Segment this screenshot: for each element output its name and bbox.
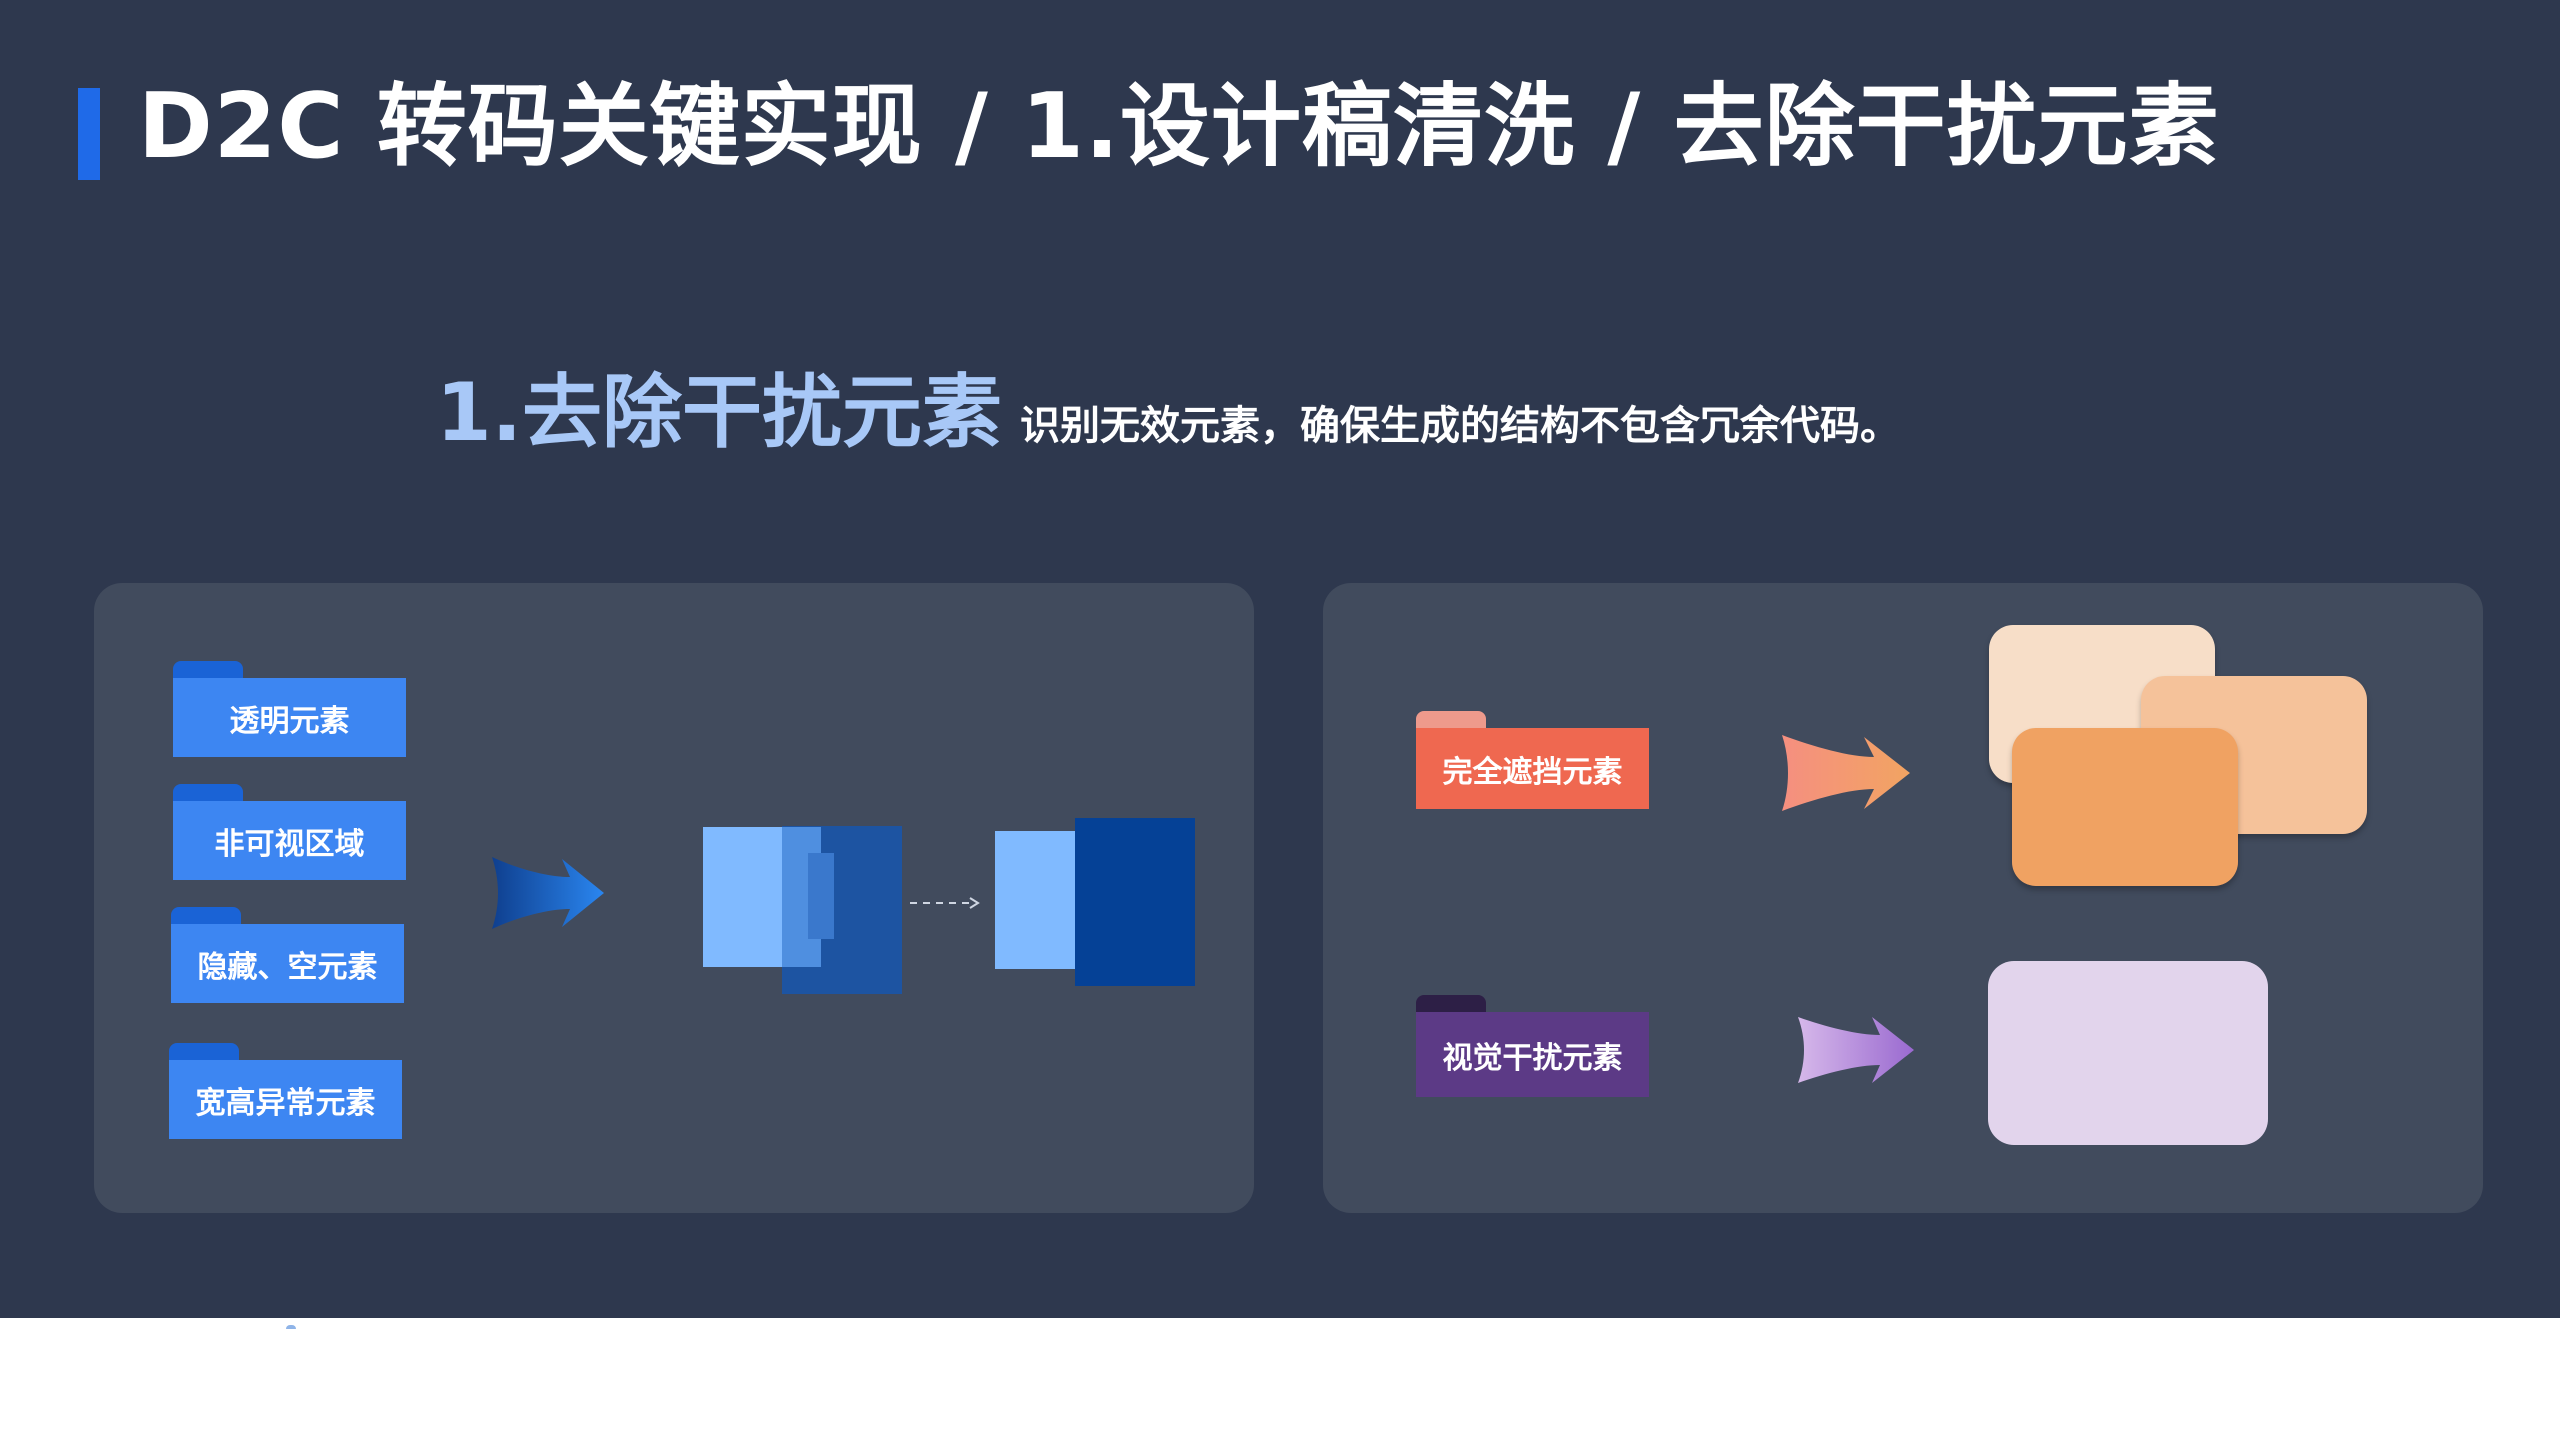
folder-tab <box>173 784 243 806</box>
title-accent-bar <box>78 88 100 180</box>
folder-hidden-empty: 隐藏、空元素 <box>171 907 404 1003</box>
arrow-right-icon <box>492 857 604 929</box>
slide-background: D2C 转码关键实现 / 1.设计稿清洗 / 去除干扰元素 1.去除干扰元素 识… <box>0 0 2560 1318</box>
element-inner-rect <box>808 853 834 939</box>
folder-tab <box>171 907 241 929</box>
folder-label: 非可视区域 <box>173 801 406 880</box>
arrow-right-icon <box>1782 735 1910 811</box>
folder-tab <box>173 661 243 683</box>
cleaned-light-rect <box>995 831 1079 969</box>
arrow-right-icon <box>1798 1017 1914 1083</box>
folder-label: 宽高异常元素 <box>169 1060 402 1139</box>
folder-visual-noise: 视觉干扰元素 <box>1416 995 1649 1097</box>
right-panel: 完全遮挡元素 视觉干扰元素 <box>1323 583 2483 1213</box>
section-description: 识别无效元素，确保生成的结构不包含冗余代码。 <box>1020 403 1900 449</box>
folder-offscreen: 非可视区域 <box>173 784 406 880</box>
folder-label: 完全遮挡元素 <box>1416 728 1649 809</box>
folder-tab <box>169 1043 239 1065</box>
folder-fully-occluded: 完全遮挡元素 <box>1416 711 1649 809</box>
decoration-mark <box>286 1325 296 1329</box>
visual-noise-card <box>1988 961 2268 1145</box>
folder-label: 视觉干扰元素 <box>1416 1012 1649 1097</box>
occluding-card-front <box>2012 728 2238 886</box>
left-panel: 透明元素 非可视区域 隐藏、空元素 宽高异常元素 <box>94 583 1254 1213</box>
dashed-arrow-icon <box>910 897 980 909</box>
folder-label: 隐藏、空元素 <box>171 924 404 1003</box>
folder-abnormal-size: 宽高异常元素 <box>169 1043 402 1139</box>
page-title: D2C 转码关键实现 / 1.设计稿清洗 / 去除干扰元素 <box>138 74 2220 179</box>
folder-label: 透明元素 <box>173 678 406 757</box>
folder-tab <box>1416 711 1486 733</box>
folder-transparent: 透明元素 <box>173 661 406 757</box>
section-heading: 1.去除干扰元素 <box>436 366 1003 459</box>
cleaned-dark-rect <box>1075 818 1195 986</box>
folder-tab <box>1416 995 1486 1017</box>
